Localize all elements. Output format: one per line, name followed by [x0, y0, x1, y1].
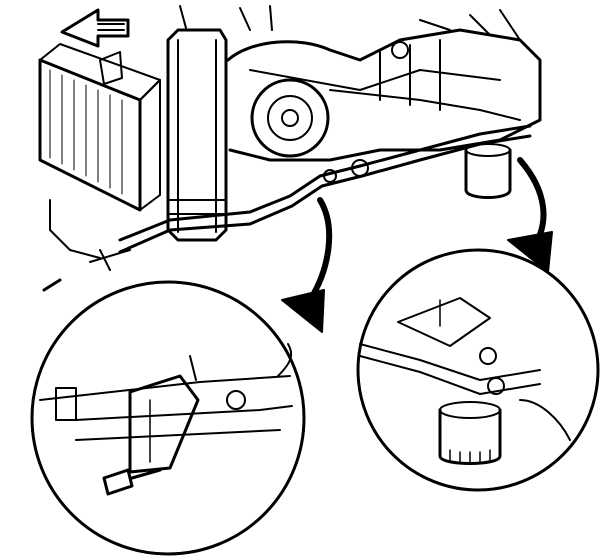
bracket-and-bolt-detail — [30, 280, 306, 556]
front-direction-arrow — [60, 8, 130, 48]
cooler-lines — [42, 124, 532, 292]
oil-filter — [464, 143, 512, 199]
pointer-arrow-right — [507, 157, 553, 273]
fan-shroud — [166, 28, 228, 242]
engine-block — [179, 5, 542, 162]
pointer-arrow-left — [281, 197, 333, 333]
radiator — [38, 43, 161, 212]
line-fitting-detail — [356, 248, 600, 492]
